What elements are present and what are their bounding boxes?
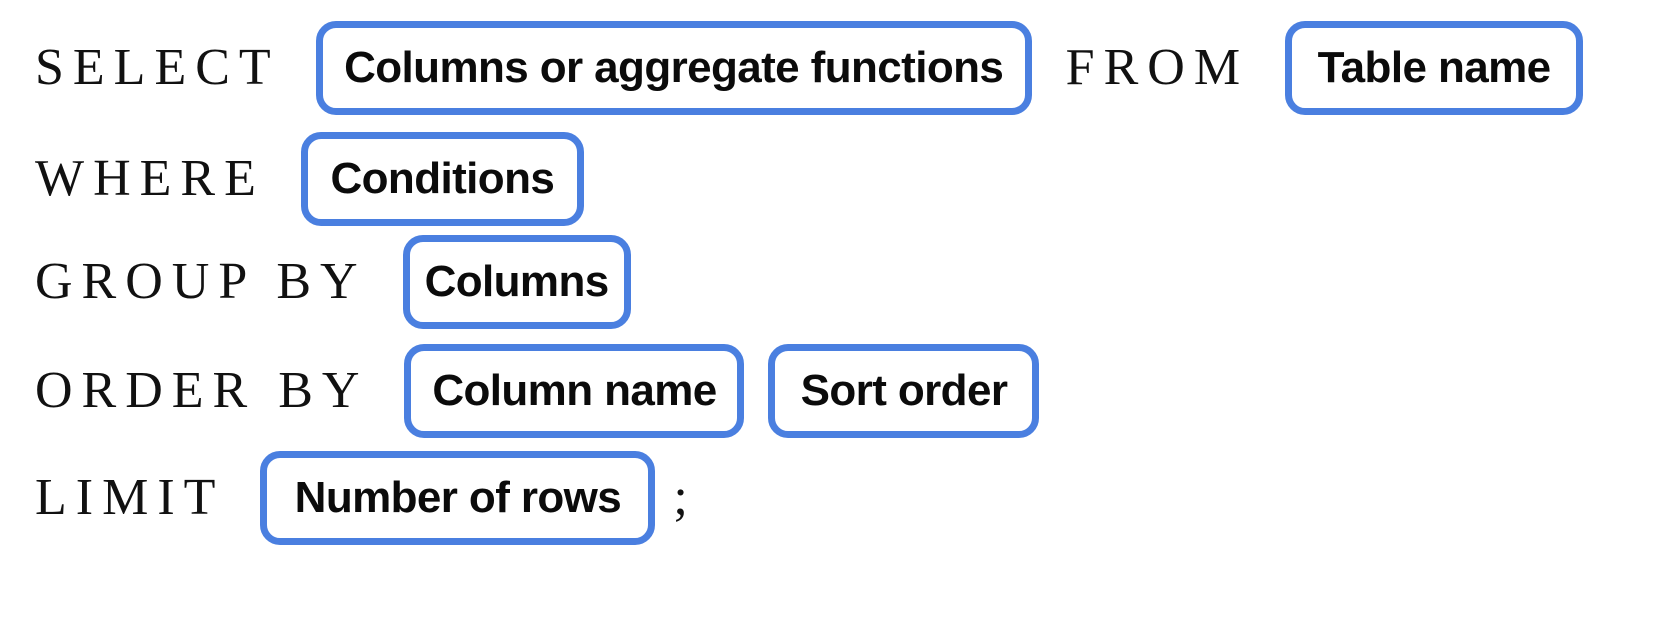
clause-row-where: WHERE Conditions: [0, 124, 584, 234]
slot-group-by-columns-label: Columns: [424, 257, 610, 306]
slot-select-columns[interactable]: Columns or aggregate functions: [315, 21, 1032, 115]
slot-limit-number-of-rows-label: Number of rows: [294, 473, 622, 522]
clause-row-order-by: ORDER BY Column name Sort order: [0, 336, 1040, 446]
statement-terminator: ;: [673, 469, 688, 526]
slot-order-by-sort-order[interactable]: Sort order: [768, 344, 1040, 438]
clause-row-limit: LIMIT Number of rows ;: [0, 443, 688, 553]
slot-limit-number-of-rows[interactable]: Number of rows: [260, 451, 656, 545]
keyword-order-by: ORDER BY: [35, 362, 369, 419]
clause-row-select: SELECT Columns or aggregate functions FR…: [0, 13, 1584, 123]
slot-order-by-column-name-label: Column name: [432, 366, 717, 415]
keyword-from: FROM: [1065, 39, 1250, 96]
keyword-limit: LIMIT: [35, 469, 225, 526]
keyword-select: SELECT: [35, 39, 280, 96]
clause-row-group-by: GROUP BY Columns: [0, 227, 631, 337]
slot-where-conditions-label: Conditions: [330, 154, 555, 203]
slot-order-by-sort-order-label: Sort order: [800, 366, 1008, 415]
slot-group-by-columns[interactable]: Columns: [402, 235, 631, 329]
slot-order-by-column-name[interactable]: Column name: [404, 344, 745, 438]
slot-from-table-name-label: Table name: [1317, 43, 1551, 92]
slot-select-columns-label: Columns or aggregate functions: [344, 43, 1004, 92]
slot-where-conditions[interactable]: Conditions: [300, 132, 584, 226]
keyword-where: WHERE: [35, 150, 265, 207]
keyword-group-by: GROUP BY: [35, 253, 367, 310]
slot-from-table-name[interactable]: Table name: [1285, 21, 1584, 115]
